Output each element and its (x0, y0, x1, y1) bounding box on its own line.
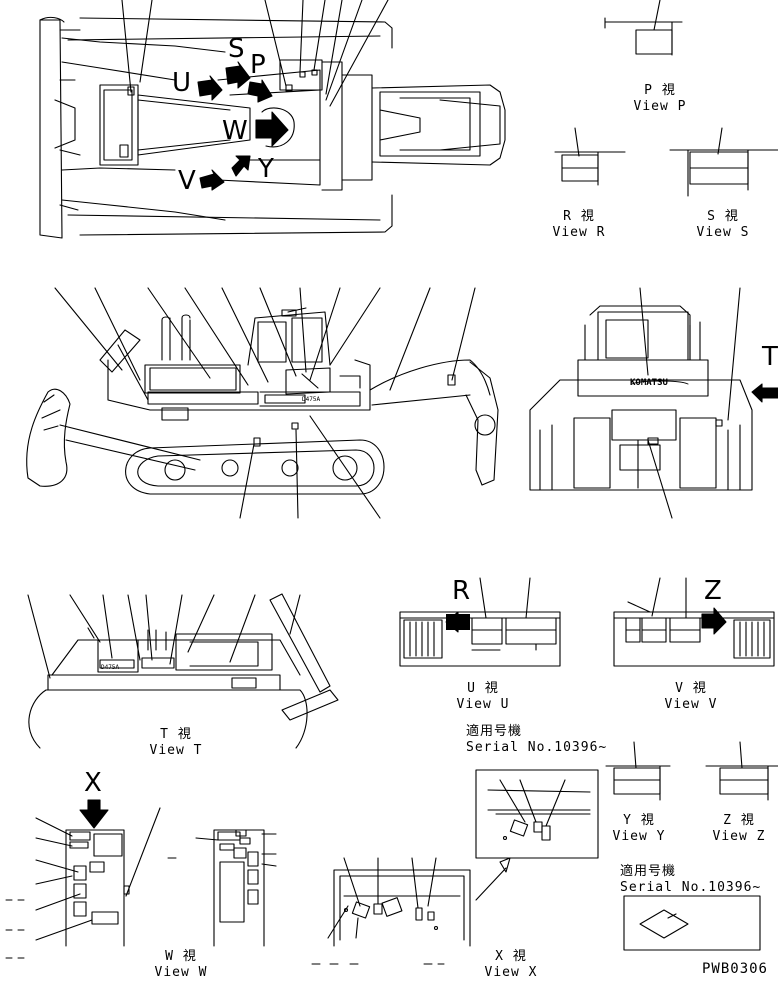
view-letter-y-marker: Y (258, 154, 274, 184)
side-view-bulldozer (26, 287, 499, 519)
view-u-caption-en: View U (456, 697, 510, 712)
view-letter-s-marker: S (228, 34, 245, 64)
view-letter-w-marker: W (222, 116, 248, 146)
view-r-caption-jp: R 視 (563, 209, 595, 224)
komatsu-logo-text: KOMATSU (630, 378, 668, 388)
view-p-detail (604, 0, 683, 56)
view-x-caption-jp: X 視 (495, 949, 527, 964)
view-x-detail (327, 857, 511, 947)
view-z-detail (705, 741, 778, 801)
view-x-caption-en: View X (484, 965, 538, 980)
view-s-caption-en: View S (696, 225, 750, 240)
view-t-caption-jp: T 視 (160, 727, 192, 742)
rear-model-plate: D475A (101, 664, 120, 671)
view-letter-u-marker: U (172, 68, 192, 98)
view-z-caption-jp: Z 視 (723, 813, 755, 828)
side-model-plate: D475A (302, 396, 321, 403)
view-letter-z-marker: Z (704, 576, 722, 606)
view-y-caption-en: View Y (612, 829, 666, 844)
serial-note-2-en: Serial No.10396~ (620, 880, 762, 895)
view-w-detail (35, 799, 277, 947)
view-u-caption-jp: U 視 (467, 681, 499, 696)
view-s-caption-jp: S 視 (707, 209, 739, 224)
view-p-caption-en: View P (633, 99, 687, 114)
view-y-caption-jp: Y 視 (623, 813, 655, 828)
serial-inset-2 (623, 895, 761, 951)
rear-view-bulldozer (529, 287, 778, 519)
view-t-caption-en: View T (149, 743, 203, 758)
view-s-detail (669, 127, 778, 197)
view-r-detail (554, 127, 626, 186)
view-t-detail (27, 593, 339, 749)
view-w-caption-jp: W 視 (165, 949, 197, 964)
view-letter-r-marker: R (452, 576, 471, 606)
view-r-caption-en: View R (552, 225, 606, 240)
serial-note-1-en: Serial No.10396~ (466, 740, 608, 755)
view-v-caption-jp: V 視 (675, 681, 707, 696)
top-view-bulldozer (39, 0, 506, 239)
serial-note-2-jp: 適用号機 (620, 864, 677, 879)
view-letter-t-marker: T (762, 342, 778, 372)
serial-note-1-jp: 適用号機 (466, 724, 523, 739)
view-u-detail (399, 577, 561, 667)
drawing-code: PWB0306 (701, 961, 768, 977)
view-p-caption-jp: P 視 (644, 83, 676, 98)
view-y-detail (605, 741, 671, 801)
view-letter-x-marker: X (84, 768, 102, 798)
view-w-caption-en: View W (154, 965, 208, 980)
view-letter-v-marker: V (178, 166, 196, 196)
view-z-caption-en: View Z (712, 829, 766, 844)
view-letter-p-marker: P (250, 50, 266, 80)
view-v-detail (613, 577, 775, 667)
serial-inset-1 (475, 769, 599, 859)
view-v-caption-en: View V (664, 697, 718, 712)
